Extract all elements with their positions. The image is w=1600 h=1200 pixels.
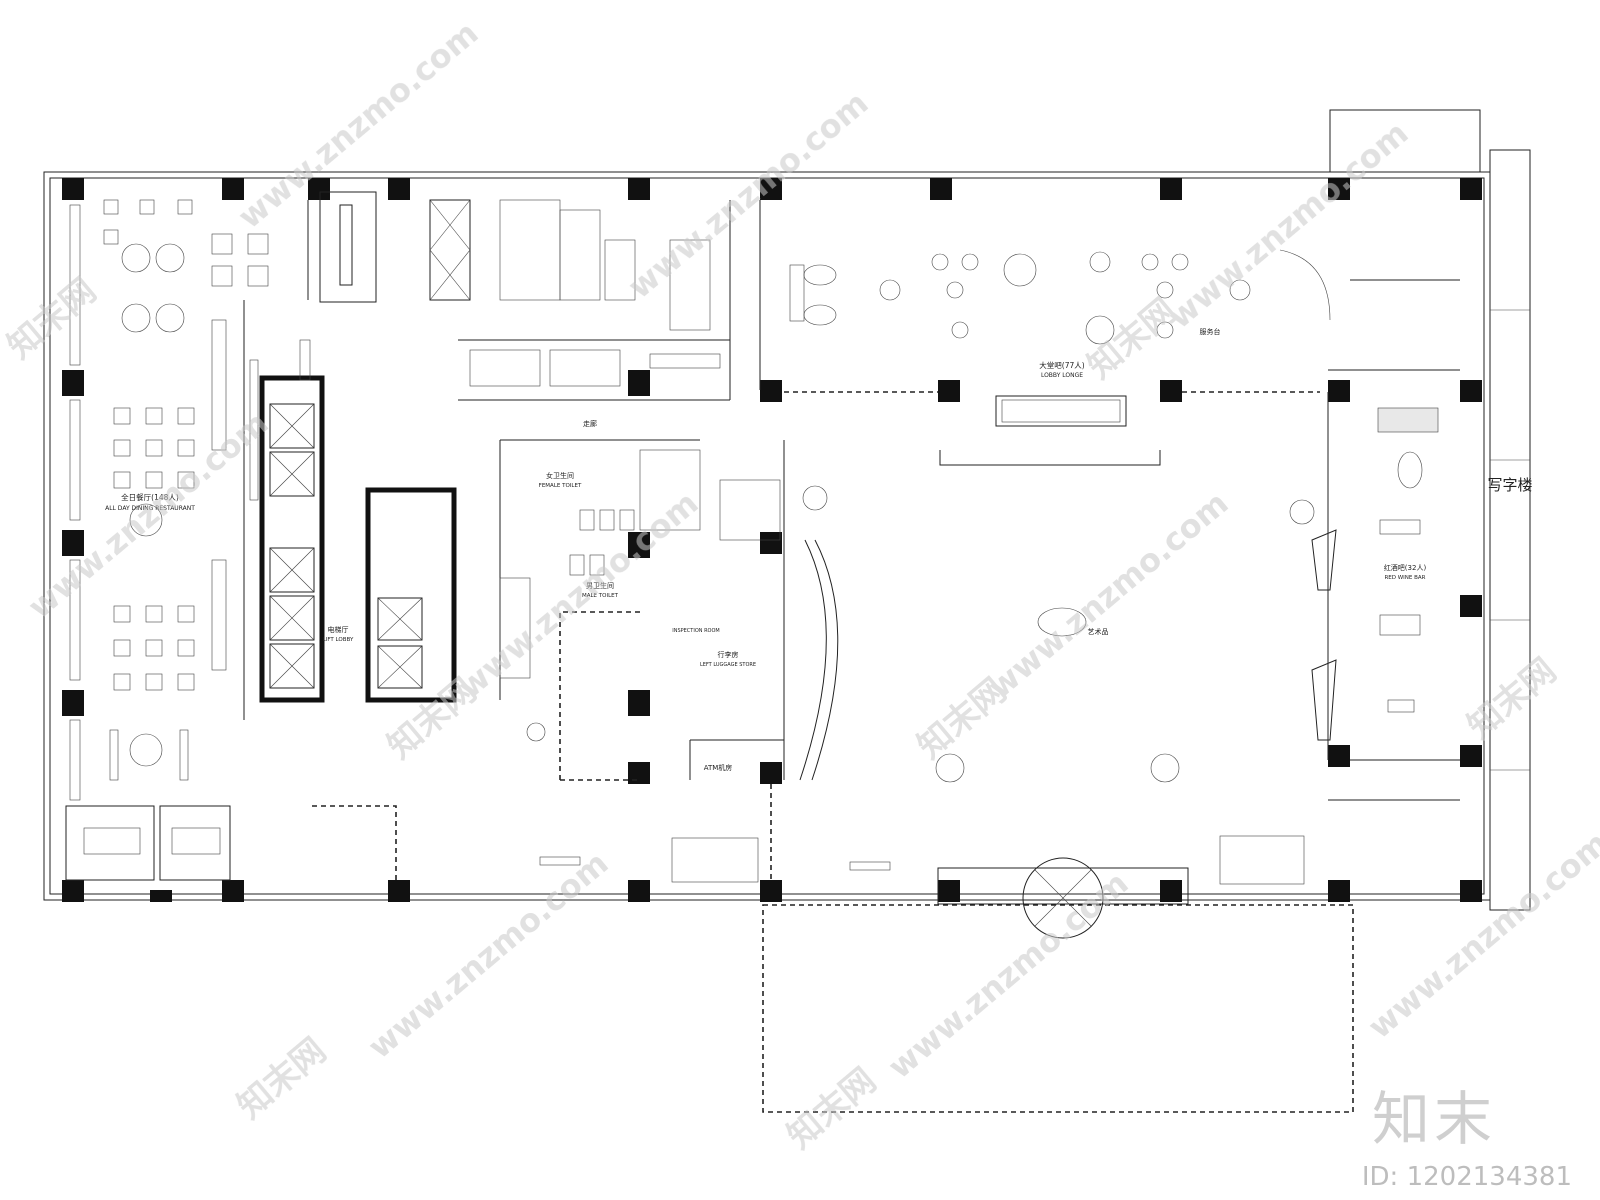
main-entrance [799, 539, 1189, 939]
label-male-toilet-cn: 男卫生间 [586, 581, 614, 590]
watermark-cn: 知末网 [1080, 291, 1184, 387]
label-all-day-dining-cn: 全日餐厅(148人) [121, 492, 179, 502]
watermark-text: www.znzmo.com [1161, 114, 1416, 336]
label-lift-lobby-en: LIFT LOBBY [323, 637, 354, 643]
wine-bar [1311, 407, 1439, 741]
label-all-day-dining-en: ALL DAY DINING RESTAURANT [105, 505, 195, 512]
label-red-wine-bar-en: RED WINE BAR [1384, 575, 1425, 581]
label-lift-lobby-cn: 电梯厅 [328, 625, 349, 634]
watermark-cn: 知末网 [380, 671, 484, 767]
lobby-bar [939, 395, 1161, 466]
room-labels: 全日餐厅(148人) ALL DAY DINING RESTAURANT 大堂吧… [105, 327, 1532, 772]
watermark-cn: 知末网 [1460, 651, 1564, 747]
kitchen [211, 199, 721, 671]
watermark-cn: 知末网 [230, 1031, 334, 1127]
label-female-toilet-cn: 女卫生间 [546, 471, 574, 480]
label-luggage-en: LEFT LUGGAGE STORE [700, 662, 756, 668]
label-red-wine-bar-cn: 红酒吧(32人) [1384, 563, 1427, 572]
watermark-text: www.znzmo.com [881, 864, 1136, 1086]
watermark-text: www.znzmo.com [231, 14, 486, 236]
watermark-text: www.znzmo.com [21, 404, 276, 626]
label-lobby-lounge-en: LOBBY LONGE [1041, 372, 1083, 379]
label-lobby-lounge-cn: 大堂吧(77人) [1039, 360, 1084, 370]
interior-walls [243, 149, 1531, 911]
columns [62, 178, 1482, 902]
private-dining-rooms [65, 805, 231, 902]
label-male-toilet-en: MALE TOILET [582, 593, 619, 599]
watermark-cn: 知末网 [780, 1061, 884, 1157]
label-female-toilet-en: FEMALE TOILET [539, 483, 582, 489]
label-atm: ATM机房 [704, 763, 733, 772]
label-inspection-en: INSPECTION ROOM [672, 628, 720, 634]
label-art-piece: 艺术品 [1088, 627, 1109, 636]
label-office-tower: 写字楼 [1487, 476, 1532, 494]
watermark-text: www.znzmo.com [621, 84, 876, 306]
watermark-text: www.znzmo.com [451, 484, 706, 706]
watermark-cn: 知末网 [0, 271, 104, 367]
brand-logo: 知末 [1371, 1085, 1496, 1153]
elevator-core [259, 191, 471, 703]
watermark-cn: 知末网 [910, 671, 1014, 767]
dining-tables [69, 199, 269, 801]
label-corridor: 走廊 [583, 419, 597, 428]
label-reception: 服务台 [1200, 327, 1221, 336]
lobby-features [526, 485, 1315, 885]
label-luggage-cn: 行李房 [718, 650, 739, 659]
watermark-text: www.znzmo.com [361, 844, 616, 1066]
watermark-text: www.znzmo.com [1361, 824, 1600, 1046]
image-id: ID: 1202134381 [1361, 1162, 1572, 1192]
toilets [499, 449, 781, 679]
dashed-lines [310, 391, 1320, 880]
lobby-lounge-furniture [789, 249, 1331, 345]
watermark-text: www.znzmo.com [981, 484, 1236, 706]
